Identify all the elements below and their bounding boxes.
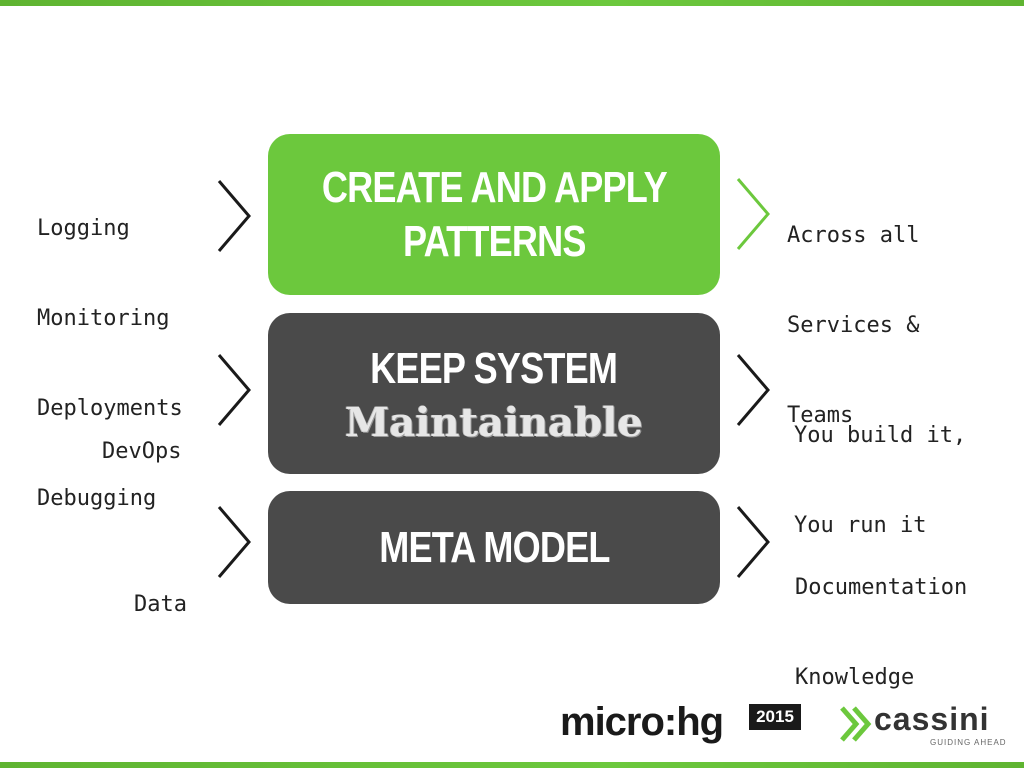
row3-left-line: Data: [134, 592, 187, 617]
double-chevron-icon: [838, 704, 872, 744]
row3-right-line: Knowledge: [795, 665, 915, 690]
row2-right-line: You run it: [794, 513, 927, 538]
row3-left-text: Data: [134, 530, 187, 680]
row2-left-line: DevOps: [102, 439, 182, 464]
top-accent-bar: [0, 0, 1024, 6]
row1-left-line: Monitoring: [37, 306, 170, 331]
chevron-right-icon: [216, 504, 252, 580]
create-patterns-title-line: patterns: [402, 216, 586, 266]
cassini-tagline: GUIDING AHEAD: [930, 738, 1007, 747]
chevron-right-icon: [735, 176, 771, 252]
microxchg-logo: micro:hg: [560, 700, 724, 744]
row3-right-text: Documentation Knowledge: [795, 513, 967, 753]
chevron-right-icon: [216, 178, 252, 254]
bottom-accent-bar: [0, 762, 1024, 768]
row2-left-text: DevOps: [102, 377, 181, 527]
row2-right-text: You build it, You run it: [794, 361, 966, 601]
microxchg-year-badge: 2015: [749, 704, 801, 730]
meta-model-title: Meta Model: [378, 522, 610, 572]
chevron-right-icon: [735, 504, 771, 580]
row2-right-line: You build it,: [794, 423, 967, 448]
row3-right-line: Documentation: [795, 575, 968, 600]
create-patterns-box: Create and apply patterns: [268, 134, 720, 295]
row1-right-line: Teams: [787, 403, 854, 428]
row1-left-line: Debugging: [37, 486, 157, 511]
create-patterns-title-line: Create and apply: [321, 162, 667, 212]
keep-system-title: Keep System: [370, 343, 619, 393]
chevron-right-icon: [216, 352, 252, 428]
row1-right-text: Across all Services & Teams: [787, 161, 919, 491]
keep-maintainable-box: Keep System Maintainable: [268, 313, 720, 474]
row1-left-line: Logging: [37, 216, 130, 241]
maintainable-subtitle: Maintainable: [345, 398, 643, 446]
row1-left-text: Logging Monitoring Deployments Debugging: [37, 154, 183, 574]
row1-right-line: Services &: [787, 313, 920, 338]
cassini-logo: cassini: [874, 701, 990, 737]
row1-right-line: Across all: [787, 223, 920, 248]
row1-left-line: Deployments: [37, 396, 183, 421]
chevron-right-icon: [735, 352, 771, 428]
meta-model-box: Meta Model: [268, 491, 720, 604]
